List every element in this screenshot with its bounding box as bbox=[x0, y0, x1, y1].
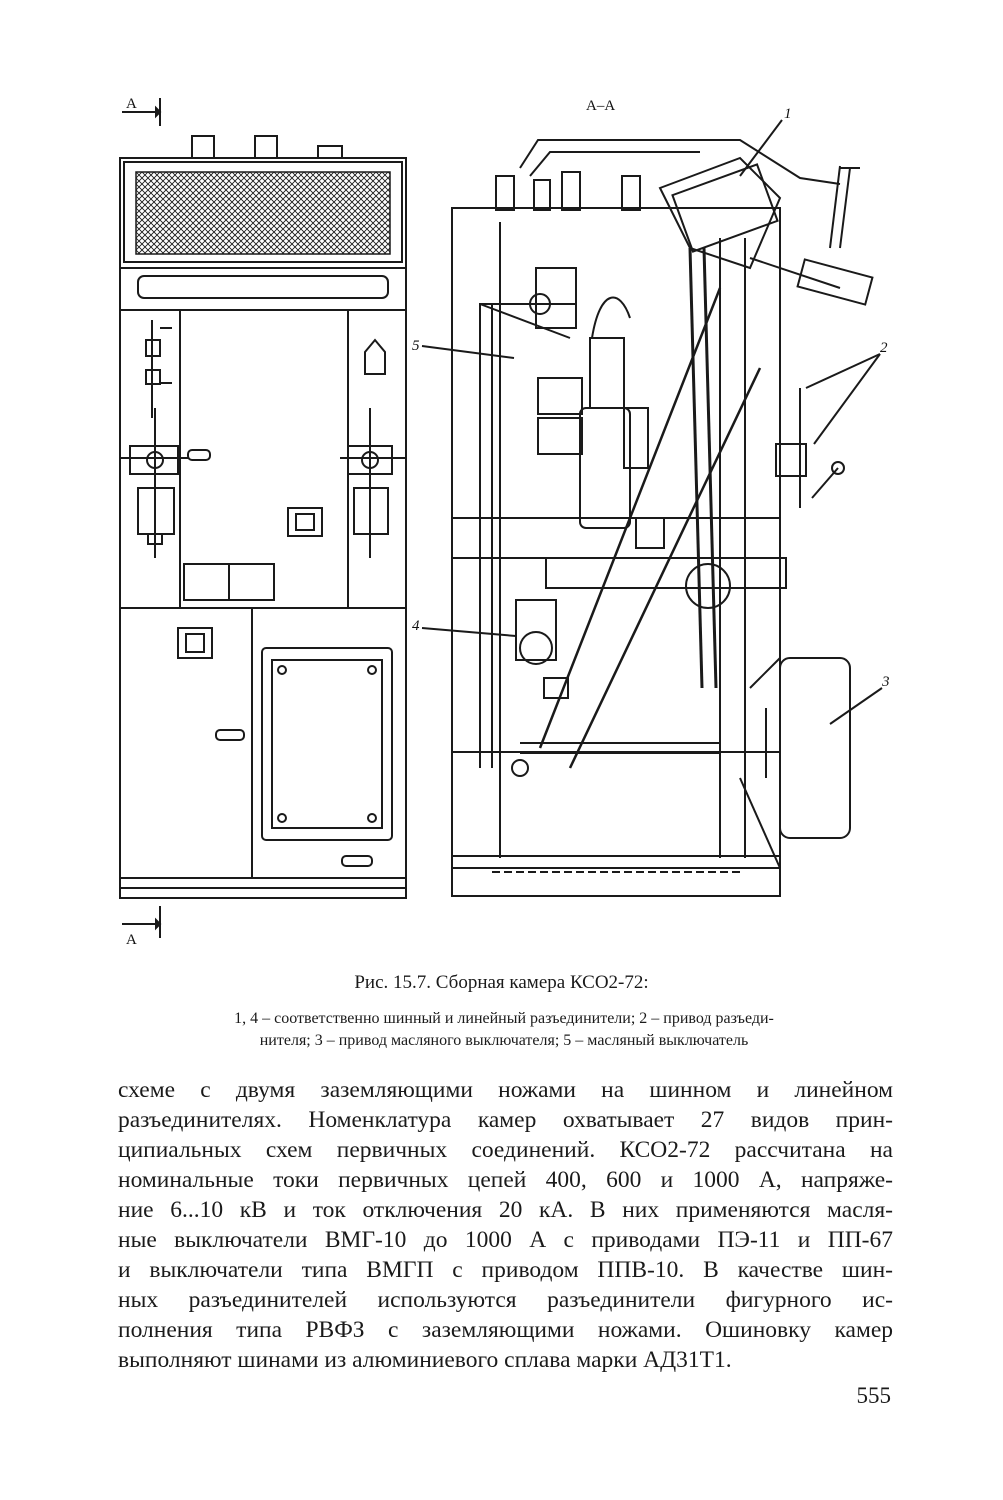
callout-5: 5 bbox=[412, 338, 420, 354]
body-line: выполняют шинами из алюминиевого сплава … bbox=[118, 1347, 732, 1373]
body-line: ние 6...10 кВ и ток отключения 20 кА. В … bbox=[118, 1197, 893, 1223]
body-line: и выключатели типа ВМГП с приводом ППВ-1… bbox=[118, 1257, 893, 1283]
body-line: разъединителях. Номенклатура камер охват… bbox=[118, 1107, 893, 1133]
section-title: A–A bbox=[586, 98, 615, 114]
section-marker-top: A bbox=[126, 96, 137, 112]
body-paragraph: схеме с двумя заземляющими ножами на шин… bbox=[118, 1075, 893, 1375]
callout-1: 1 bbox=[784, 106, 792, 122]
body-line: номинальные токи первичных цепей 400, 60… bbox=[118, 1167, 893, 1193]
legend-line: нителя; 3 – привод масляного выключателя… bbox=[259, 1032, 749, 1049]
section-marker-bottom: A bbox=[126, 932, 137, 948]
figure-caption-legend: 1, 4 – соответственно шинный и линейный … bbox=[118, 1008, 890, 1052]
chamber-drawing: A A A–A 1 2 3 4 5 bbox=[119, 96, 890, 948]
callout-2: 2 bbox=[880, 340, 888, 356]
body-line: полнения типа РВФЗ с заземляющими ножами… bbox=[118, 1317, 893, 1343]
callout-3: 3 bbox=[881, 674, 890, 690]
body-line: схеме с двумя заземляющими ножами на шин… bbox=[118, 1077, 893, 1103]
body-line: ных разъединителей используются разъедин… bbox=[118, 1287, 893, 1313]
page-number: 555 bbox=[856, 1383, 892, 1408]
legend-line: 1, 4 – соответственно шинный и линейный … bbox=[234, 1010, 774, 1027]
callout-4: 4 bbox=[412, 618, 420, 634]
body-line: ципиальных схем первичных соединений. КС… bbox=[118, 1137, 893, 1163]
body-line: ные выключатели ВМГ-10 до 1000 А с приво… bbox=[118, 1227, 893, 1253]
figure-caption-title: Рис. 15.7. Сборная камера КСО2-72: bbox=[354, 972, 649, 993]
figure-ksoc2-72: A A A–A 1 2 3 4 5 bbox=[100, 88, 900, 958]
